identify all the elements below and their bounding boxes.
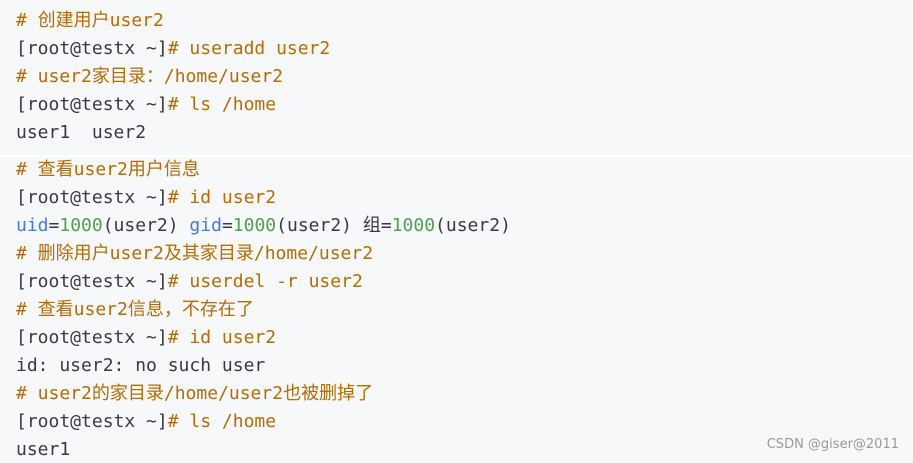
output-line: user1 user2 [16,122,147,143]
command-text: # ls /home [167,94,277,115]
uid-name: (user2) [102,215,190,236]
comment-line: # user2的家目录/home/user2也被删掉了 [16,383,374,404]
group-key: 组 [362,215,381,236]
shell-prompt: [root@testx ~] [16,38,168,59]
uid-key: uid [16,215,49,236]
comment-line: # 查看user2用户信息 [16,159,200,180]
equals: = [380,215,392,236]
command-line: [root@testx ~]# useradd user2 [16,36,330,62]
code-block-delete-user: # 查看user2用户信息 [root@testx ~]# id user2 u… [0,157,913,462]
output-line: id: user2: no such user [16,355,266,376]
shell-prompt: [root@testx ~] [16,327,168,348]
command-text: # id user2 [167,327,277,348]
command-line: [root@testx ~]# id user2 [16,185,276,211]
gid-name: (user2) [276,215,363,236]
shell-prompt: [root@testx ~] [16,271,168,292]
command-line: [root@testx ~]# ls /home [16,92,276,118]
output-line: user1 [16,439,71,460]
comment-line: # 创建用户user2 [16,10,164,31]
command-text: # userdel -r user2 [167,271,363,292]
comment-line: # 删除用户user2及其家目录/home/user2 [16,243,374,264]
command-text: # id user2 [167,187,277,208]
comment-line: # user2家目录：/home/user2 [16,66,284,87]
shell-prompt: [root@testx ~] [16,411,168,432]
command-line: [root@testx ~]# userdel -r user2 [16,269,363,295]
uid-value: 1000 [59,215,103,236]
command-text: # ls /home [167,411,277,432]
shell-prompt: [root@testx ~] [16,187,168,208]
code-block-create-user: # 创建用户user2 [root@testx ~]# useradd user… [0,0,913,155]
group-name: (user2) [435,215,511,236]
command-line: [root@testx ~]# id user2 [16,325,276,351]
gid-value: 1000 [232,215,277,236]
equals: = [48,215,60,236]
output-line-id: uid=1000(user2) gid=1000(user2) 组=1000(u… [16,213,511,239]
group-value: 1000 [391,215,436,236]
watermark: CSDN @giser@2011 [766,437,899,452]
gid-key: gid [189,215,222,236]
command-text: # useradd user2 [167,38,331,59]
equals: = [221,215,233,236]
command-line: [root@testx ~]# ls /home [16,409,276,435]
shell-prompt: [root@testx ~] [16,94,168,115]
comment-line: # 查看user2信息，不存在了 [16,299,254,320]
